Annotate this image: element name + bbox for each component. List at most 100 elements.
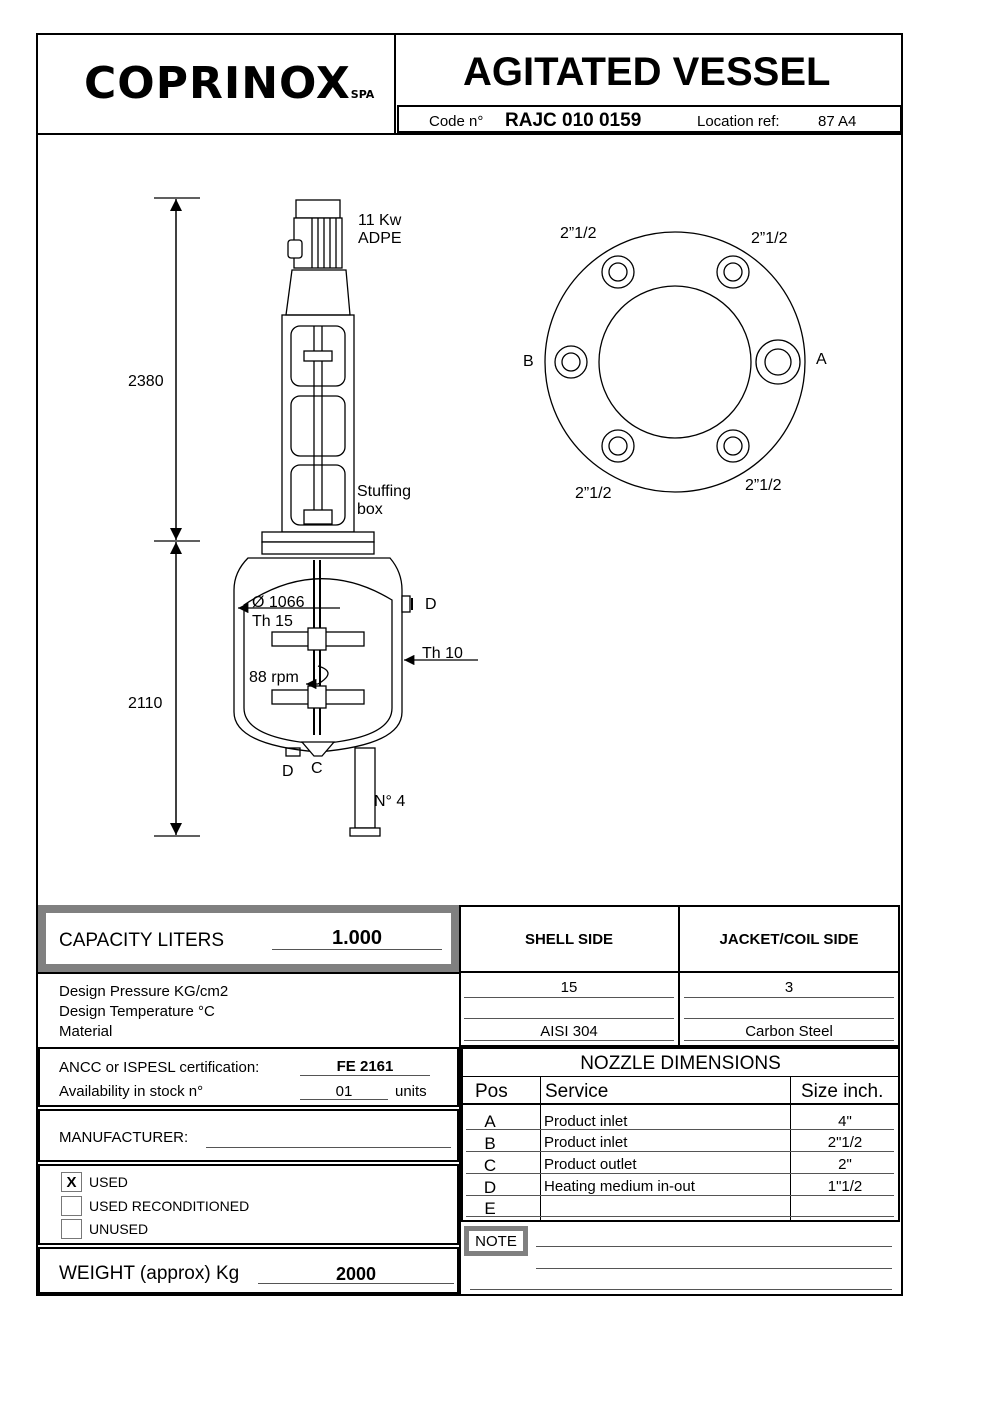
stock-label: Availability in stock n° bbox=[59, 1083, 204, 1100]
used-checkbox[interactable]: X bbox=[61, 1172, 82, 1192]
nozzle-service: Product inlet bbox=[544, 1134, 628, 1151]
jacket-side-header: JACKET/COIL SIDE bbox=[719, 931, 859, 948]
nozzle-service: Heating medium in-out bbox=[544, 1178, 695, 1195]
note-line bbox=[536, 1246, 892, 1247]
stuffing-box-label-1: Stuffing bbox=[357, 483, 411, 500]
motor-icon bbox=[285, 199, 351, 316]
capacity-label: CAPACITY LITERS bbox=[59, 930, 225, 951]
jacket-thickness-label: Th 10 bbox=[422, 645, 463, 662]
nozzle-pos: B bbox=[484, 1134, 496, 1153]
document-title: AGITATED VESSEL bbox=[463, 50, 831, 94]
stock-units: units bbox=[395, 1083, 427, 1100]
nozzle-size: 4" bbox=[838, 1113, 852, 1130]
location-value: 87 A4 bbox=[818, 113, 857, 130]
design-left-top-rule bbox=[36, 972, 459, 974]
flange-size-bottom-left: 2”1/2 bbox=[575, 485, 612, 502]
nozzle-d-bottom-label: D bbox=[282, 763, 294, 780]
rule bbox=[684, 1040, 894, 1041]
unused-checkbox[interactable] bbox=[61, 1219, 82, 1239]
weight-label: WEIGHT (approx) Kg bbox=[59, 1263, 240, 1284]
stock-underline bbox=[300, 1099, 388, 1100]
condition-box bbox=[38, 1164, 459, 1245]
nozzle-row-rule bbox=[466, 1173, 894, 1174]
stuffing-box-label-2: box bbox=[357, 501, 383, 518]
rotation-arrow bbox=[306, 665, 329, 690]
shell-thickness-label: Th 15 bbox=[252, 613, 293, 630]
nozzle-header-pos: Pos bbox=[475, 1081, 508, 1102]
nozzle-size: 1"1/2 bbox=[827, 1178, 863, 1195]
note-line bbox=[536, 1268, 892, 1269]
design-temperature-label: Design Temperature °C bbox=[59, 1003, 215, 1020]
nozzle-row-rule bbox=[466, 1129, 894, 1130]
logo-text: COPRINOX bbox=[84, 58, 351, 109]
motor-type-label: ADPE bbox=[358, 230, 402, 247]
flange-label-a: A bbox=[816, 351, 827, 368]
bottom-center-divider bbox=[459, 1047, 461, 1296]
nozzle-pos: E bbox=[484, 1199, 496, 1218]
nozzle-title-rule bbox=[461, 1076, 900, 1077]
dim-lower-label: 2110 bbox=[128, 695, 163, 712]
rule bbox=[684, 1018, 894, 1019]
weight-value: 2000 bbox=[335, 1264, 377, 1284]
material-label: Material bbox=[59, 1023, 113, 1040]
motor-power-label: 11 Kw bbox=[358, 212, 402, 229]
manufacturer-box bbox=[38, 1109, 459, 1162]
design-table-header-rule bbox=[459, 971, 900, 973]
certification-underline bbox=[300, 1075, 430, 1076]
logo-suffix: SPA bbox=[350, 88, 375, 101]
weight-underline bbox=[258, 1283, 454, 1284]
nozzle-pos: A bbox=[484, 1112, 496, 1131]
lantern-housing bbox=[261, 314, 375, 555]
nozzle-row-rule bbox=[466, 1195, 894, 1196]
stock-value: 01 bbox=[335, 1083, 353, 1100]
nozzle-row-rule bbox=[466, 1151, 894, 1152]
code-value: RAJC 010 0159 bbox=[505, 110, 642, 131]
drawing-sheet bbox=[36, 33, 903, 1296]
speed-label: 88 rpm bbox=[249, 669, 299, 686]
used-reconditioned-checkbox[interactable] bbox=[61, 1196, 82, 1216]
jacket-material-value: Carbon Steel bbox=[745, 1023, 833, 1040]
nozzle-service: Product outlet bbox=[544, 1156, 637, 1173]
capacity-inner bbox=[46, 913, 451, 964]
flange-size-bottom-right: 2”1/2 bbox=[745, 477, 782, 494]
rule bbox=[464, 1040, 674, 1041]
certification-box bbox=[38, 1047, 459, 1107]
nozzle-size: 2"1/2 bbox=[827, 1134, 863, 1151]
capacity-value: 1.000 bbox=[331, 927, 383, 949]
vessel-drawing: 11 Kw ADPE 2380 2110 Stuffing box Ø 1066… bbox=[128, 197, 827, 837]
nozzle-c-bottom-label: C bbox=[311, 760, 323, 777]
vessel-body bbox=[233, 557, 413, 837]
capacity-underline bbox=[272, 949, 442, 950]
used-label: USED bbox=[89, 1174, 128, 1190]
manufacturer-underline bbox=[206, 1147, 451, 1148]
weight-box bbox=[38, 1247, 459, 1294]
nozzle-header-rule bbox=[461, 1103, 900, 1105]
diameter-label: Ø 1066 bbox=[252, 594, 305, 611]
design-pressure-label: Design Pressure KG/cm2 bbox=[59, 983, 229, 1000]
location-label: Location ref: bbox=[697, 113, 780, 130]
certification-label: ANCC or ISPESL certification: bbox=[59, 1059, 260, 1076]
nozzle-header-service: Service bbox=[545, 1081, 609, 1102]
nozzle-size: 2" bbox=[838, 1156, 852, 1173]
legs-label: N° 4 bbox=[374, 793, 405, 810]
nozzle-col-divider-2 bbox=[790, 1076, 791, 1222]
note-inner bbox=[469, 1231, 523, 1251]
certification-value: FE 2161 bbox=[336, 1058, 394, 1075]
flange-size-top-right: 2”1/2 bbox=[751, 230, 788, 247]
code-box bbox=[397, 105, 902, 133]
used-reconditioned-label: USED RECONDITIONED bbox=[89, 1198, 250, 1214]
header-bottom-rule bbox=[36, 133, 903, 135]
nozzle-table-title: NOZZLE DIMENSIONS bbox=[580, 1053, 781, 1074]
nozzle-row-rule bbox=[466, 1216, 894, 1217]
jacket-pressure-value: 3 bbox=[784, 979, 794, 996]
nozzle-header-size: Size inch. bbox=[801, 1081, 884, 1102]
code-label: Code n° bbox=[429, 113, 484, 130]
shell-material-value: AISI 304 bbox=[540, 1023, 598, 1040]
shell-side-header: SHELL SIDE bbox=[524, 931, 614, 948]
rule bbox=[464, 997, 674, 998]
dim-upper-label: 2380 bbox=[128, 373, 164, 390]
nozzle-col-divider-1 bbox=[540, 1076, 541, 1222]
rule bbox=[684, 997, 894, 998]
flange-label-b: B bbox=[523, 353, 534, 370]
shell-pressure-value: 15 bbox=[560, 979, 578, 996]
